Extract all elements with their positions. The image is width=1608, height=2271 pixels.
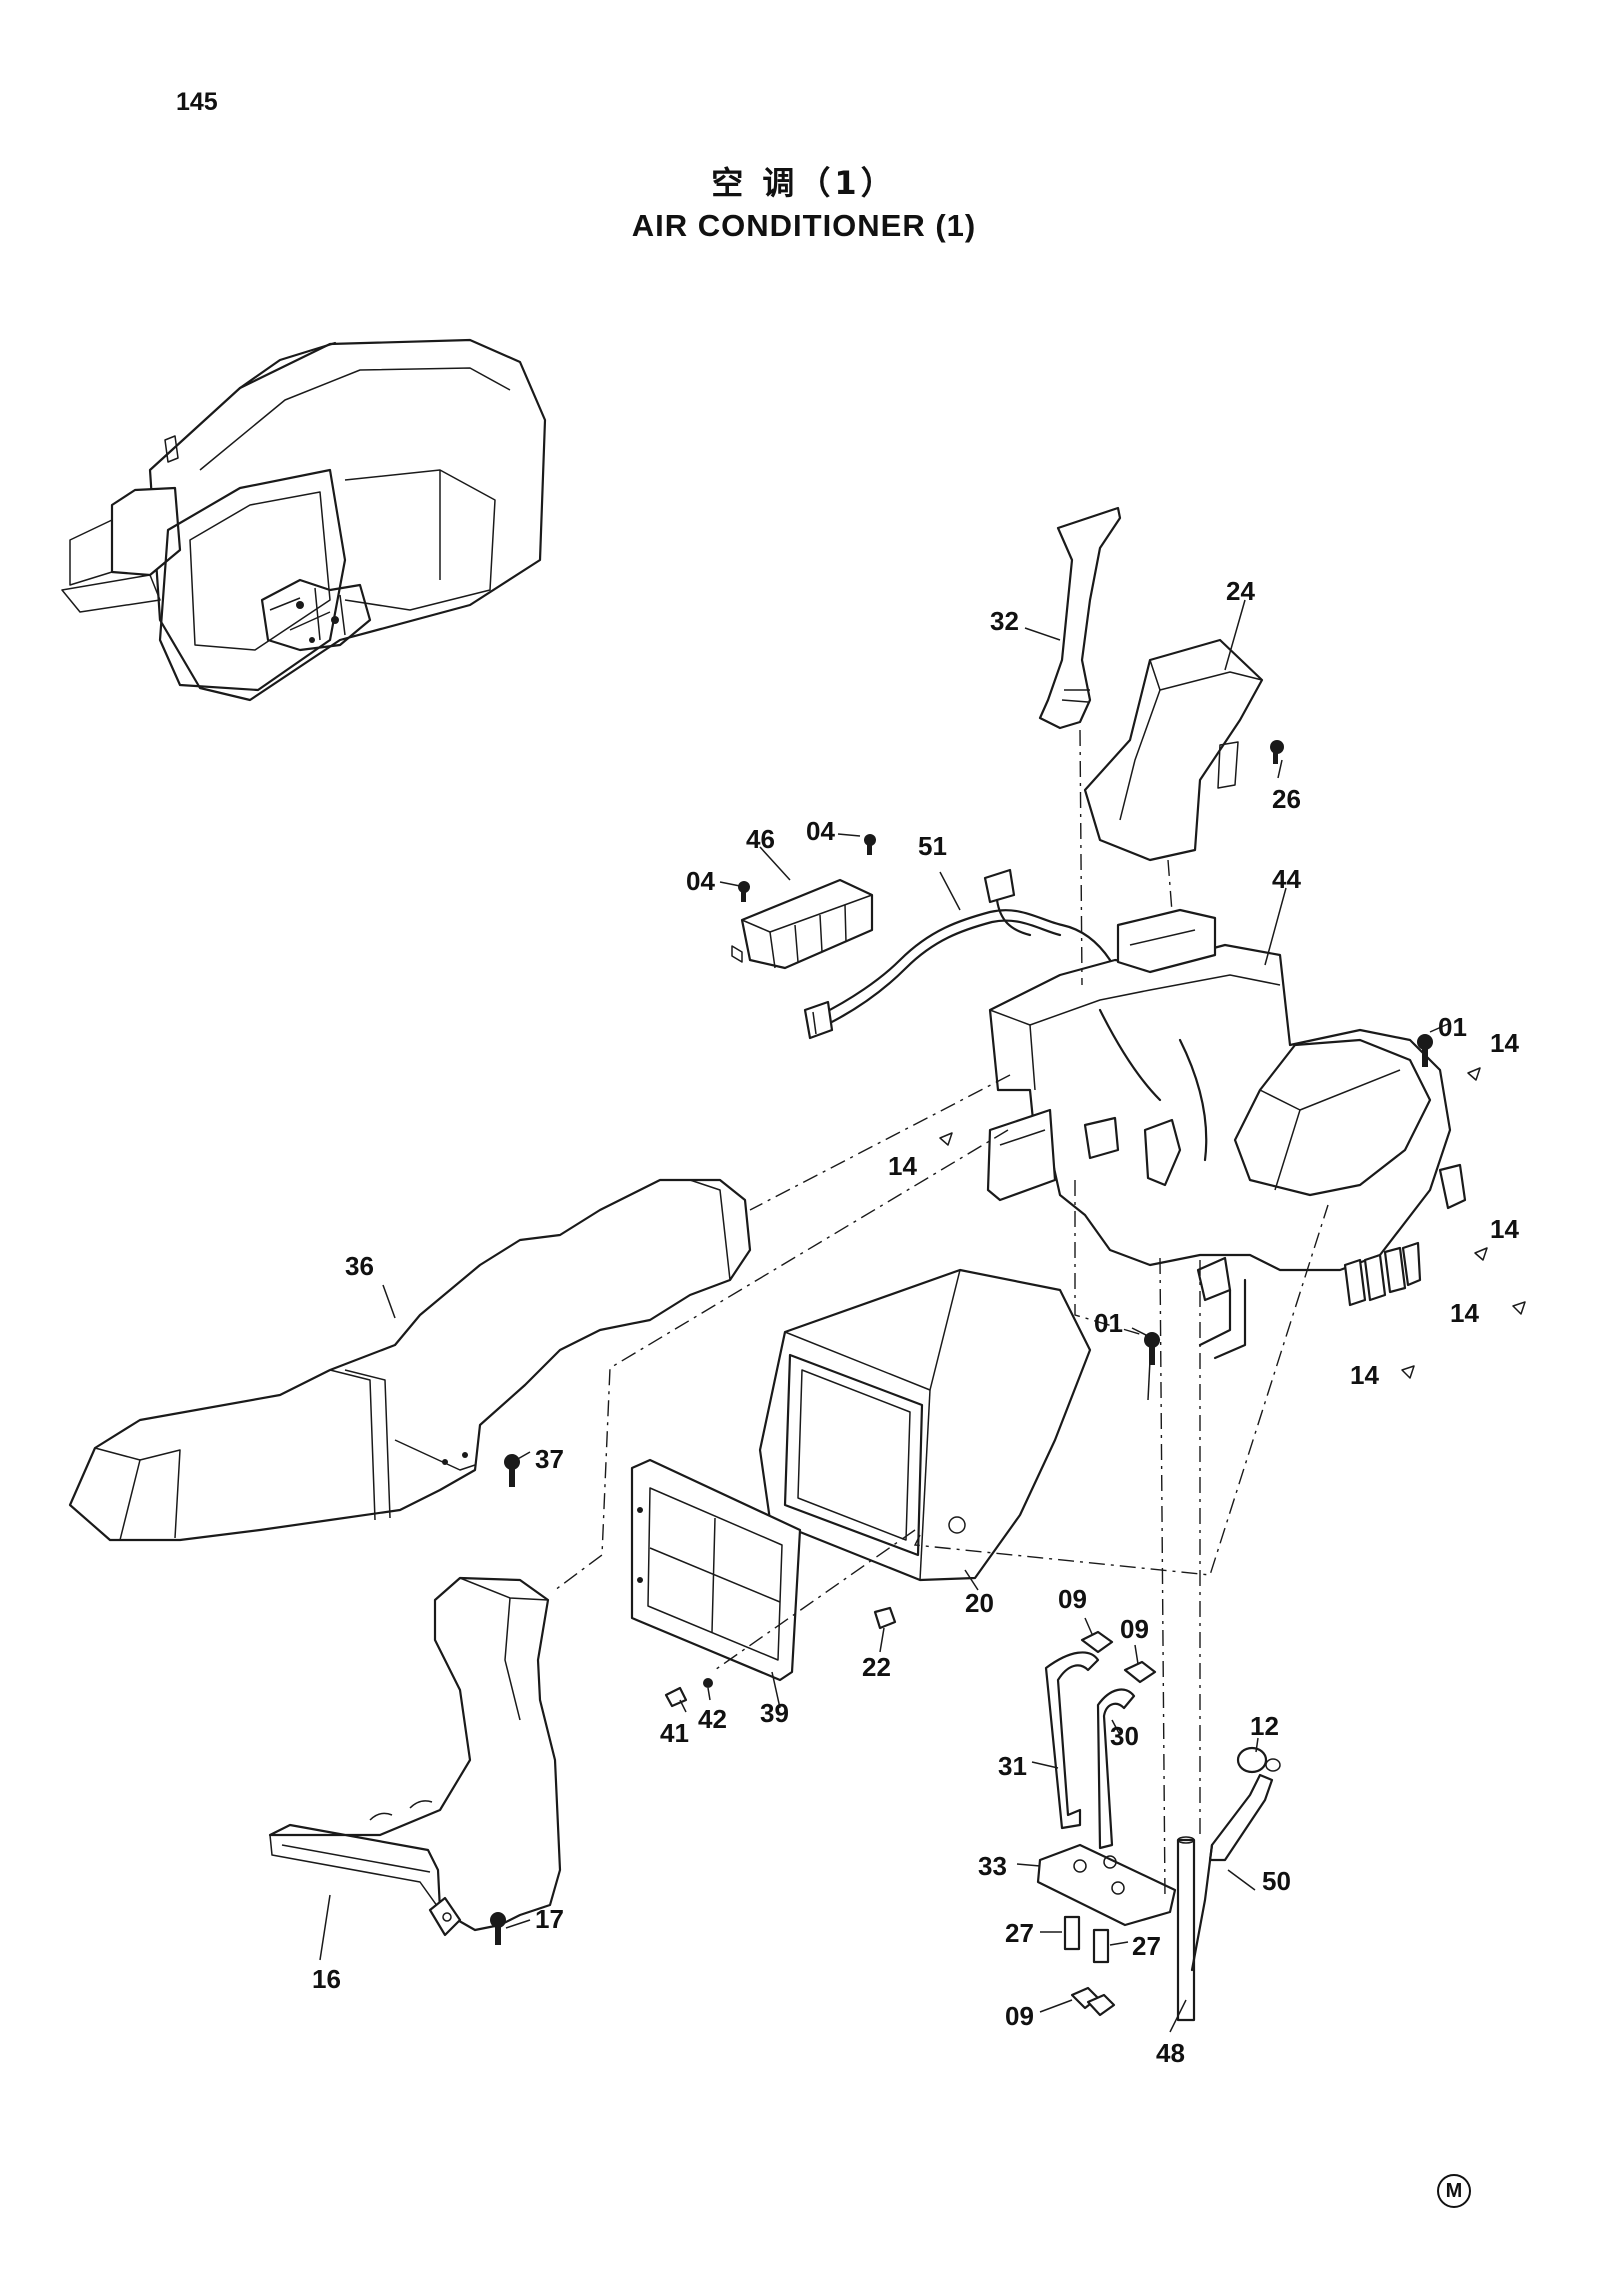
clamp-09b: [1123, 1660, 1157, 1684]
label-09c: 09: [1005, 2001, 1034, 2031]
label-41: 41: [660, 1718, 689, 1748]
label-46: 46: [746, 824, 775, 854]
part-24-defroster-duct: [1083, 638, 1264, 862]
label-44: 44: [1272, 864, 1301, 894]
label-04b: 04: [686, 866, 715, 896]
part-32-drain-hose: [1038, 506, 1122, 730]
label-04a: 04: [806, 816, 835, 846]
corner-mark: M: [1437, 2174, 1471, 2208]
label-39: 39: [760, 1698, 789, 1728]
part-44-air-conditioner-unit: [986, 908, 1467, 1360]
part-30-31-drain-hoses: [1044, 1651, 1136, 1850]
cab-location-inset: [61, 338, 547, 702]
pin-41: [664, 1686, 688, 1708]
label-16: 16: [312, 1964, 341, 1994]
label-14a: 14: [1490, 1028, 1519, 1058]
label-20: 20: [965, 1588, 994, 1618]
label-36: 36: [345, 1251, 374, 1281]
label-30: 30: [1110, 1721, 1139, 1751]
part-51-wiring-harness: [803, 868, 1112, 1040]
label-17: 17: [535, 1904, 564, 1934]
label-42: 42: [698, 1704, 727, 1734]
label-31: 31: [998, 1751, 1027, 1781]
label-27b: 27: [1132, 1931, 1161, 1961]
label-01b: 01: [1094, 1308, 1123, 1338]
part-number-labels: 32 24 26 46 04 04 51 44 01 14 14 14 14 1…: [312, 576, 1519, 2068]
part-33-bracket-plate: [1036, 1843, 1177, 1927]
clamp-09a: [1080, 1630, 1114, 1654]
label-27a: 27: [1005, 1918, 1034, 1948]
label-12: 12: [1250, 1711, 1279, 1741]
label-14e: 14: [1350, 1360, 1379, 1390]
part-48-50-12-drain-pipes: [1176, 1746, 1281, 2022]
label-14b: 14: [888, 1151, 917, 1181]
part-39-filter: [630, 1458, 802, 1682]
label-01a: 01: [1438, 1012, 1467, 1042]
page-number: 145: [176, 88, 218, 116]
label-32: 32: [990, 606, 1019, 636]
fitting-27a: [1063, 1915, 1081, 1951]
fitting-27b: [1092, 1928, 1110, 1964]
part-36-duct: [68, 1178, 752, 1542]
title-english: AIR CONDITIONER (1): [631, 208, 977, 243]
label-26: 26: [1272, 784, 1301, 814]
label-09a: 09: [1058, 1584, 1087, 1614]
label-33: 33: [978, 1851, 1007, 1881]
clip-22: [873, 1606, 897, 1630]
assembly-lines: [554, 729, 1329, 1901]
part-16-floor-duct: [268, 1576, 562, 1937]
leader-lines: [319, 599, 1449, 2033]
part-46-relay-module: [731, 878, 874, 970]
label-48: 48: [1156, 2038, 1185, 2068]
label-22: 22: [862, 1652, 891, 1682]
label-50: 50: [1262, 1866, 1291, 1896]
label-37: 37: [535, 1444, 564, 1474]
screw-42: [703, 1678, 713, 1688]
part-20-air-intake-box: [758, 1268, 1092, 1582]
label-51: 51: [918, 831, 947, 861]
label-24: 24: [1226, 576, 1255, 606]
title-chinese: 空 调（1）: [711, 164, 897, 202]
fittings: [490, 740, 1526, 2017]
label-09b: 09: [1120, 1614, 1149, 1644]
label-14d: 14: [1450, 1298, 1479, 1328]
label-14c: 14: [1490, 1214, 1519, 1244]
